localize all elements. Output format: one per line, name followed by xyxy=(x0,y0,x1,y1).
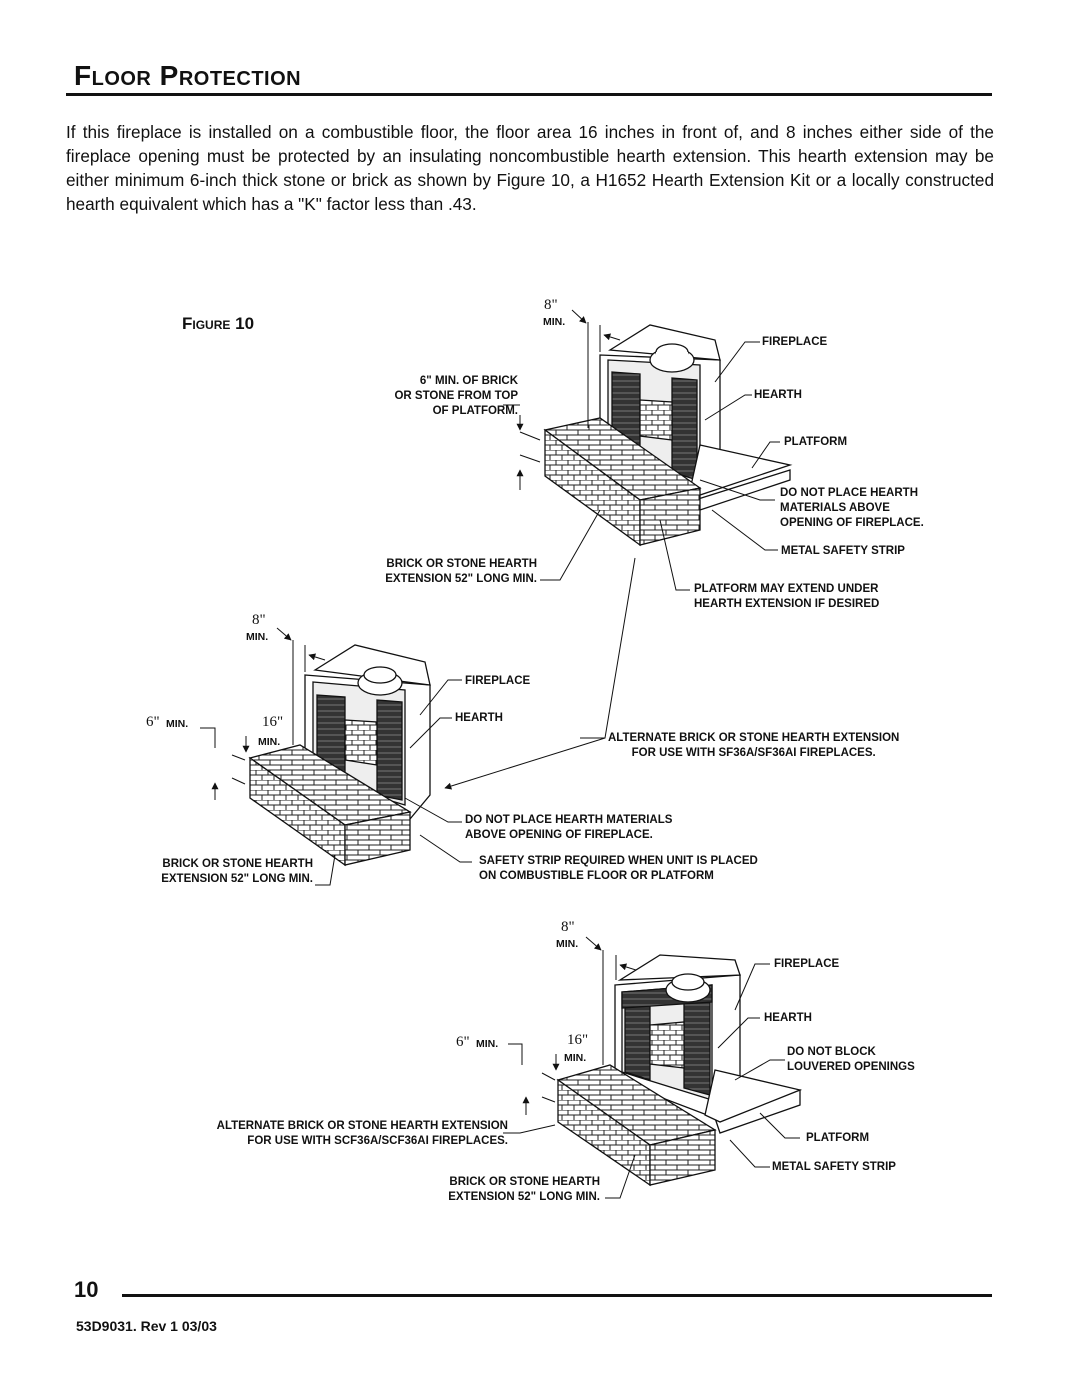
bot-min-8: MIN. xyxy=(556,938,579,950)
mid-hearth-label: HEARTH xyxy=(455,712,503,724)
mid-dim-8: 8" xyxy=(252,612,266,628)
mid-dim-6: 6" xyxy=(146,714,160,730)
bot-dim-8: 8" xyxy=(561,919,575,935)
body-paragraph: If this fireplace is installed on a comb… xyxy=(66,122,994,214)
mid-safety-label: SAFETY STRIP REQUIRED WHEN UNIT IS PLACE… xyxy=(479,855,758,882)
bot-metal-strip-label: METAL SAFETY STRIP xyxy=(772,1161,896,1173)
mid-dim-16: 16" xyxy=(262,714,284,730)
mid-alternate-label: ALTERNATE BRICK OR STONE HEARTH EXTENSIO… xyxy=(608,732,900,759)
document-id: 53D9031. Rev 1 03/03 xyxy=(76,1318,217,1334)
top-metal-strip-label: METAL SAFETY STRIP xyxy=(781,545,905,557)
page-number: 10 xyxy=(74,1277,99,1302)
mid-min-6: MIN. xyxy=(166,718,189,730)
middle-fireplace-drawing xyxy=(248,644,431,867)
bot-platform-label: PLATFORM xyxy=(806,1132,870,1144)
mid-min-16: MIN. xyxy=(258,736,281,748)
top-hearth-label: HEARTH xyxy=(754,389,802,401)
bot-min-16: MIN. xyxy=(564,1052,587,1064)
mid-min-8: MIN. xyxy=(246,631,269,643)
bot-hearth-label: HEARTH xyxy=(764,1012,812,1024)
mid-fireplace-label: FIREPLACE xyxy=(465,675,531,687)
top-min-8: MIN. xyxy=(543,316,566,328)
bot-dim-16: 16" xyxy=(567,1032,589,1048)
bot-alternate-label: ALTERNATE BRICK OR STONE HEARTH EXTENSIO… xyxy=(216,1120,508,1147)
top-dim-8: 8" xyxy=(544,297,558,313)
bot-dim-6: 6" xyxy=(456,1034,470,1050)
bot-fireplace-label: FIREPLACE xyxy=(774,958,840,970)
bottom-fireplace-drawing xyxy=(556,954,803,1187)
footer-rule xyxy=(122,1294,992,1297)
top-fireplace-drawing xyxy=(543,324,793,547)
figure-title: Figure 10 xyxy=(182,314,255,333)
bot-min-6: MIN. xyxy=(476,1038,499,1050)
title-rule xyxy=(66,93,992,96)
section-title: Floor Protection xyxy=(74,60,302,91)
top-platform-label: PLATFORM xyxy=(784,436,848,448)
top-fireplace-label: FIREPLACE xyxy=(762,336,828,348)
